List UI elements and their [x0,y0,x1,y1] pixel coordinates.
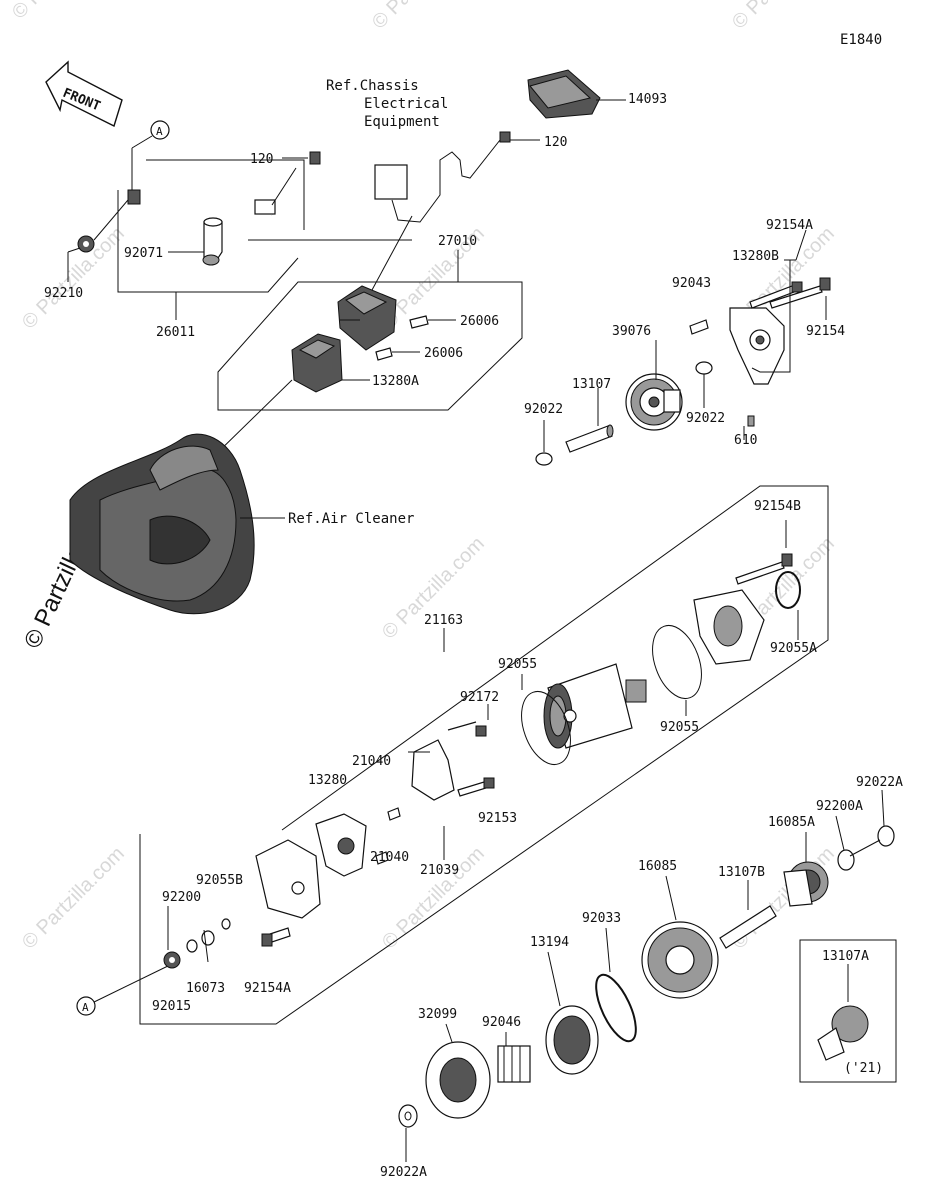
part-label[interactable]: 14093 [628,92,667,107]
watermark-text: © Partzilla.com [368,0,479,34]
ref-chassis-line2: Electrical [364,96,448,112]
part-label[interactable]: 92154A [244,981,291,996]
watermark-text: © Partzilla.com [728,843,839,954]
part-label[interactable]: 92055 [660,720,699,735]
starter-clutch-group [398,825,895,1128]
part-label[interactable]: 26006 [460,314,499,329]
part-label[interactable]: 92022A [380,1165,427,1180]
callout-a-bottom: A [76,996,96,1016]
part-label[interactable]: 13107 [572,377,611,392]
part-label[interactable]: 92210 [44,286,83,301]
part-label[interactable]: 13280 [308,773,347,788]
part-label[interactable]: 92022 [524,402,563,417]
leader-lines [167,157,885,1162]
part-label[interactable]: 16085 [638,859,677,874]
part-label[interactable]: 13107B [718,865,765,880]
part-label[interactable]: 92200 [162,890,201,905]
ref-air-cleaner: Ref.Air Cleaner [288,511,414,527]
part-label[interactable]: 16073 [186,981,225,996]
part-labels: 14093 120 120 92071 92210 26011 27010 26… [44,92,903,1180]
year-note: ('21) [844,1061,883,1076]
part-label[interactable]: 92046 [482,1015,521,1030]
callout-a-label: A [156,125,163,138]
starter-cable-group [67,69,626,461]
front-arrow-icon: FRONT [45,60,123,127]
part-label[interactable]: 26006 [424,346,463,361]
part-label[interactable]: 120 [544,135,567,150]
starter-motor-frame [139,485,829,1025]
watermark-text: © Partzilla.com [728,0,839,34]
part-label[interactable]: 92022A [856,775,903,790]
gear-13107a [817,1005,869,1061]
part-label[interactable]: 27010 [438,234,477,249]
part-label[interactable]: 92154A [766,218,813,233]
part-label[interactable]: 92154 [806,324,845,339]
part-label[interactable]: 120 [250,152,273,167]
watermark-text: © Partzilla.com [18,843,129,954]
part-label[interactable]: 92015 [152,999,191,1014]
part-label[interactable]: 92055B [196,873,243,888]
part-label[interactable]: 21040 [370,850,409,865]
variant-box [799,939,897,1083]
watermark-text: © Partzilla.com [18,223,129,334]
part-label[interactable]: 92172 [460,690,499,705]
callout-a-top: A [131,120,170,149]
part-label[interactable]: 92153 [478,811,517,826]
ref-chassis-line3: Equipment [364,114,440,130]
part-label[interactable]: 32099 [418,1007,457,1022]
part-label[interactable]: 610 [734,433,757,448]
reduction-gear-group [535,259,831,466]
part-label[interactable]: 92033 [582,911,621,926]
part-label[interactable]: 26011 [156,325,195,340]
part-label[interactable]: 39076 [612,324,651,339]
diagram-code: E1840 [840,32,882,48]
part-label[interactable]: 21163 [424,613,463,628]
watermark-text: © Partzilla.com [8,0,119,24]
part-label[interactable]: 13194 [530,935,569,950]
part-label[interactable]: 16085A [768,815,815,830]
engine-case-ref [69,433,285,615]
part-label[interactable]: 92071 [124,246,163,261]
ref-chassis-line1: Ref.Chassis [326,78,419,94]
part-label[interactable]: 13280A [372,374,419,389]
part-label[interactable]: 92022 [686,411,725,426]
part-label[interactable]: 13280B [732,249,779,264]
starter-motor-body [163,553,801,969]
callout-a-label: A [82,1001,89,1014]
part-label[interactable]: 92154B [754,499,801,514]
part-label[interactable]: 21039 [420,863,459,878]
part-label[interactable]: 92200A [816,799,863,814]
part-label[interactable]: 92055 [498,657,537,672]
part-label[interactable]: 92043 [672,276,711,291]
part-label[interactable]: 13107A [822,949,869,964]
part-label[interactable]: 21040 [352,754,391,769]
part-label[interactable]: 92055A [770,641,817,656]
